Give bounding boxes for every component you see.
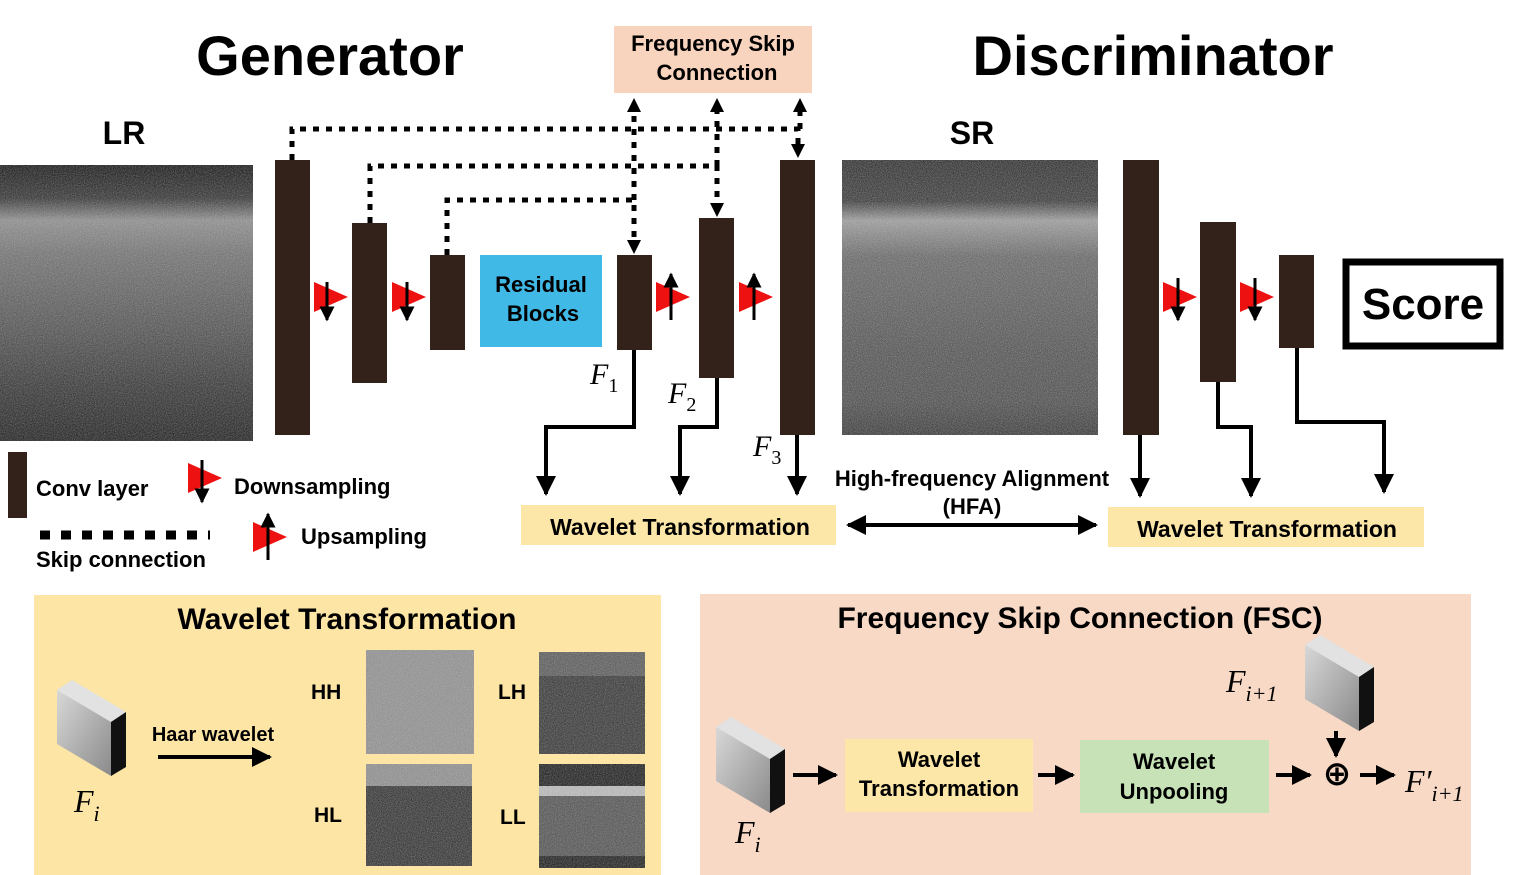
legend-down-marker [188, 460, 222, 504]
band-ll-label: LL [500, 806, 526, 829]
disc-conv-3 [1279, 255, 1314, 348]
gen-conv-5 [699, 218, 734, 378]
gen-conv-3 [430, 255, 465, 350]
band-hh-label: HH [311, 681, 341, 704]
fsc-top-box: Frequency Skip Connection [614, 26, 812, 93]
disc-wavelet-arrows [1130, 348, 1394, 498]
residual-line1: Residual [495, 272, 587, 297]
band-hl-label: HL [314, 804, 342, 827]
lr-image [0, 165, 253, 441]
wt-panel-title: Wavelet Transformation [178, 603, 517, 636]
fsc-next-feature-label: Fi+1 [1225, 663, 1278, 706]
fsc-wt-line2: Transformation [859, 776, 1019, 801]
fsc-output-label: F′i+1 [1404, 763, 1464, 806]
score-box: Score [1342, 258, 1504, 350]
gen-up-marker-2 [739, 272, 773, 320]
band-lh-image [539, 652, 645, 754]
legend-up-label: Upsampling [301, 524, 427, 549]
disc-down-marker-1 [1163, 278, 1197, 322]
generator-title: Generator [196, 24, 464, 87]
wavelet-transformation-left: Wavelet Transformation [521, 505, 836, 545]
gen-wavelet-arrows [536, 350, 807, 496]
fsc-panel-title: Frequency Skip Connection (FSC) [837, 602, 1322, 635]
hfa-line2: (HFA) [943, 494, 1002, 519]
wavelet-left-label: Wavelet Transformation [550, 514, 810, 540]
f1-label: F1 [589, 358, 618, 397]
discriminator-title: Discriminator [973, 24, 1334, 87]
gen-down-marker-2 [392, 282, 426, 322]
skip-connections [289, 110, 803, 255]
wt-panel: Wavelet Transformation Fi Haar wavelet H… [34, 595, 661, 875]
generator-conv-layers [275, 160, 815, 435]
wt-feature-label: Fi [73, 783, 100, 826]
band-hl-image [366, 764, 472, 866]
f2-label: F2 [667, 377, 696, 416]
band-lh-label: LH [498, 681, 526, 704]
fsc-top-line1: Frequency Skip [631, 31, 795, 56]
residual-line2: Blocks [507, 301, 579, 326]
legend-conv-label: Conv layer [36, 476, 149, 501]
fsc-add-symbol: ⊕ [1323, 755, 1352, 793]
skip-connection-2 [367, 163, 720, 223]
haar-wavelet-label: Haar wavelet [152, 724, 275, 746]
sr-image [842, 160, 1098, 435]
gen-conv-1 [275, 160, 310, 435]
fsc-wt-line1: Wavelet [898, 747, 981, 772]
band-hh-image [366, 650, 474, 754]
f3-label: F3 [752, 430, 781, 469]
fsc-top-line2: Connection [657, 60, 778, 85]
gen-conv-4 [617, 255, 652, 350]
discriminator-conv-layers [1123, 160, 1314, 435]
wavelet-right-label: Wavelet Transformation [1137, 516, 1397, 542]
gen-conv-2 [352, 223, 387, 383]
fsc-panel: Frequency Skip Connection (FSC) Fi Wavel… [700, 594, 1471, 875]
fsc-wavelet-unpooling: Wavelet Unpooling [1080, 740, 1269, 813]
gen-up-marker-1 [656, 272, 690, 320]
wavelet-transformation-right: Wavelet Transformation [1108, 507, 1424, 547]
legend-down-label: Downsampling [234, 474, 390, 499]
hfa: High-frequency Alignment (HFA) [835, 466, 1110, 535]
legend-up-marker [253, 512, 287, 560]
legend-skip-label: Skip connection [36, 547, 206, 572]
legend-conv-swatch [8, 452, 27, 518]
fsc-unpool-line2: Unpooling [1120, 779, 1229, 804]
sr-label: SR [950, 115, 994, 151]
wt-feature-cube [57, 680, 126, 776]
skip-connection-1 [289, 126, 801, 160]
fsc-next-feature-cube [1305, 635, 1374, 731]
fsc-unpool-line1: Wavelet [1133, 749, 1216, 774]
legend: Conv layer Downsampling Skip connection … [8, 452, 427, 572]
gen-down-marker-1 [314, 282, 348, 322]
fsc-input-label: Fi [734, 814, 761, 857]
lr-label: LR [103, 115, 146, 151]
band-ll-image [539, 764, 645, 868]
disc-conv-1 [1123, 160, 1159, 435]
fsc-input-cube [716, 717, 785, 813]
disc-down-marker-2 [1240, 278, 1274, 322]
hfa-line1: High-frequency Alignment [835, 466, 1110, 491]
skip-connection-3 [444, 197, 637, 255]
fsc-wavelet-transformation: Wavelet Transformation [845, 739, 1033, 812]
score-label: Score [1362, 280, 1484, 329]
gen-conv-6 [780, 160, 815, 435]
disc-conv-2 [1200, 222, 1236, 382]
skip-arrowheads [627, 98, 807, 254]
residual-blocks: Residual Blocks [480, 255, 602, 347]
